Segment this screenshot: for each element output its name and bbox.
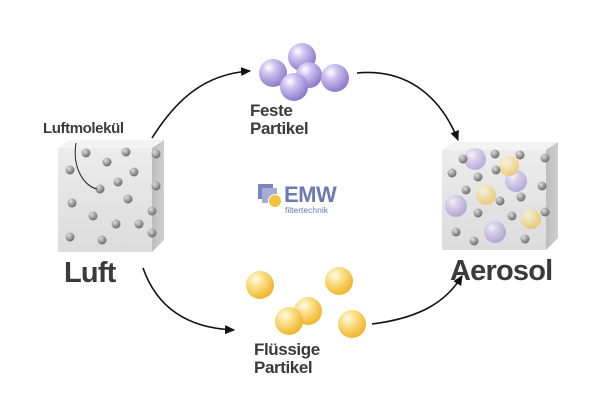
molecule-pointer-line [74,142,98,190]
liquid-particles-label-line2: Partikel [254,358,313,378]
solid-particles-label: Feste Partikel [250,101,309,139]
aerosol-molecule [473,208,483,218]
aerosol-molecule [540,153,550,163]
aerosol-molecule [451,227,461,237]
arrow-liquid-to-aerosol [371,275,463,325]
aerosol-molecule [473,172,483,182]
aerosol-molecule [491,165,501,175]
air-molecules [65,147,161,245]
air-molecule [81,148,91,158]
aerosol-liquid-particle [499,156,519,176]
air-molecule [97,235,107,245]
aerosol-molecule [458,154,468,164]
air-molecule [113,177,123,187]
logo-subtitle: filtertechnik [285,205,328,215]
air-cube-top [58,140,164,148]
arrow-solid-to-aerosol [356,71,459,142]
aerosol-liquid-particle [521,209,541,229]
aerosol-cube-right [546,142,558,250]
air-label: Luft [64,257,116,289]
air-molecule [151,149,161,159]
logo-wordmark: EMW [284,182,337,207]
aerosol-molecule [507,211,517,221]
liquid-particles [246,267,366,338]
emw-logo: EMW filtertechnik [258,182,348,224]
air-molecule [147,228,157,238]
air-molecule [65,165,75,175]
solid-particles-label-line2: Partikel [250,119,309,139]
air-molecule [134,219,144,229]
solid-particles-label-line1: Feste [250,101,293,120]
air-molecule [123,194,133,204]
aerosol-cube-top [442,142,558,150]
aerosol-solid-particle [484,221,506,243]
air-molecule [111,219,121,229]
molecule-label: Luftmolekül [43,120,124,137]
air-molecule [67,198,77,208]
air-molecule [129,167,139,177]
aerosol-molecule [520,234,530,244]
air-molecule [121,147,131,157]
liquid-particle [338,310,366,338]
solid-particle [321,64,349,92]
aerosol-molecules [447,149,550,246]
aerosol-molecule [490,149,500,159]
liquid-particle [246,271,274,299]
aerosol-molecule [495,196,505,206]
aerosol-particles [445,148,541,243]
emw-logo-mark [258,184,282,208]
air-molecule [88,211,98,221]
liquid-particles-label: Flüssige Partikel [254,340,320,378]
air-cube-right [152,140,164,252]
solid-particles [259,43,349,101]
solid-particle [280,73,308,101]
aerosol-solid-particle [445,195,467,217]
liquid-particle [325,267,353,295]
arrow-air-to-solid [151,67,252,139]
aerosol-label: Aerosol [450,255,553,287]
aerosol-molecule [515,150,525,160]
air-molecule-pointed [95,184,105,194]
air-molecule [102,157,112,167]
aerosol-molecule [469,236,479,246]
liquid-particle [275,307,303,335]
aerosol-molecule [540,207,550,217]
aerosol-molecule [461,185,471,195]
air-molecule [147,206,157,216]
aerosol-liquid-particle [476,185,496,205]
aerosol-molecule [516,192,526,202]
air-molecule [151,181,161,191]
solid-particle [259,59,287,87]
aerosol-molecule [537,181,547,191]
aerosol-molecule [447,168,457,178]
aerosol-solid-particle [464,148,486,170]
arrow-air-to-liquid [142,267,236,335]
liquid-particles-label-line1: Flüssige [254,340,320,359]
air-molecule [65,232,75,242]
logo-yellow-dot [268,194,282,208]
